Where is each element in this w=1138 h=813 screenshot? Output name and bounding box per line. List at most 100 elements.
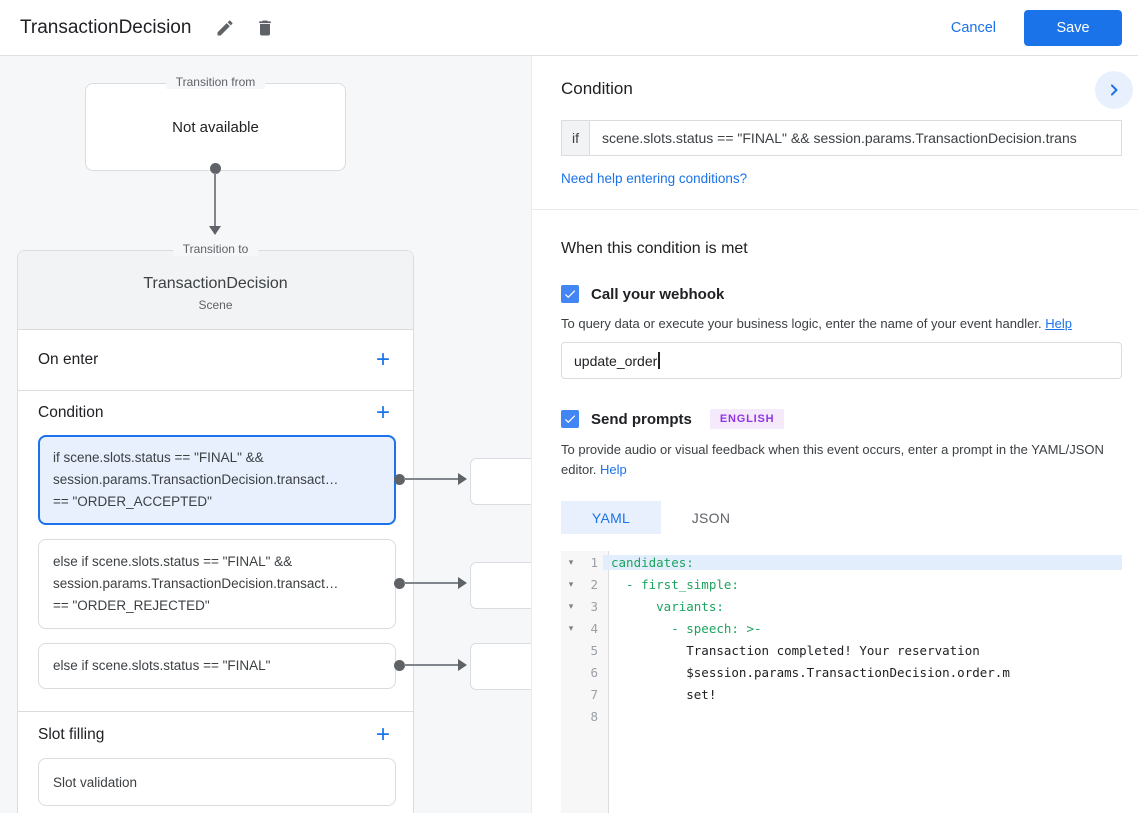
add-on-enter-button[interactable]: + xyxy=(367,344,399,376)
when-condition-title: When this condition is met xyxy=(561,240,748,257)
condition-card-line: == "ORDER_ACCEPTED" xyxy=(53,494,212,509)
condition-card[interactable]: if scene.slots.status == "FINAL" && sessi… xyxy=(38,435,396,525)
transition-target-box[interactable] xyxy=(470,458,531,505)
line-number: 6 xyxy=(590,664,598,680)
line-number: 7 xyxy=(590,686,598,702)
arrow-right-icon xyxy=(458,472,467,485)
connector-dot xyxy=(209,162,221,174)
transition-target-box[interactable] xyxy=(470,562,531,609)
connector-line xyxy=(404,478,458,480)
connector-line xyxy=(404,582,458,584)
page-title: TransactionDecision xyxy=(20,16,192,38)
condition-detail-panel: Condition if scene.slots.status == "FINA… xyxy=(531,56,1138,813)
slot-validation-card[interactable]: Slot validation xyxy=(38,758,396,806)
scene-header[interactable]: TransactionDecision Scene xyxy=(18,251,413,330)
cancel-button[interactable]: Cancel xyxy=(950,19,996,36)
code-text: variants: xyxy=(611,598,724,614)
edit-icon[interactable] xyxy=(209,12,241,44)
condition-card-line: session.params.TransactionDecision.trans… xyxy=(53,576,339,591)
conditions-help-link[interactable]: Need help entering conditions? xyxy=(561,171,748,186)
webhook-label: Call your webhook xyxy=(591,285,725,303)
fold-arrow-icon[interactable]: ▾ xyxy=(568,578,574,589)
divider xyxy=(532,209,1138,210)
editor-line[interactable]: 5 Transaction completed! Your reservatio… xyxy=(561,639,1122,661)
transition-to-card: Transition to TransactionDecision Scene … xyxy=(17,242,414,813)
editor-line[interactable]: ▾ 4 - speech: >- xyxy=(561,617,1122,639)
slot-filling-label: Slot filling xyxy=(38,726,105,743)
editor-line[interactable]: 6 $session.params.TransactionDecision.or… xyxy=(561,661,1122,683)
arrow-right-icon xyxy=(458,658,467,671)
editor-gutter xyxy=(561,551,609,813)
send-prompts-checkbox[interactable] xyxy=(561,410,579,428)
condition-card-line: else if scene.slots.status == "FINAL" xyxy=(53,658,271,673)
app-header: TransactionDecision Cancel Save xyxy=(0,0,1138,56)
condition-card[interactable]: else if scene.slots.status == "FINAL" xyxy=(38,643,396,689)
condition-section: Condition + if scene.slots.status == "FI… xyxy=(18,391,413,712)
condition-card-line: session.params.TransactionDecision.trans… xyxy=(53,472,339,487)
flow-canvas: Transition from Not available Transition… xyxy=(0,56,531,813)
code-text: candidates: xyxy=(603,554,1122,570)
webhook-description: To query data or execute your business l… xyxy=(561,316,1072,331)
transition-target-box[interactable] xyxy=(470,643,531,690)
connector-line xyxy=(404,664,458,666)
save-button[interactable]: Save xyxy=(1024,9,1122,46)
condition-card[interactable]: else if scene.slots.status == "FINAL" &&… xyxy=(38,539,396,629)
editor-line[interactable]: ▾ 2 - first_simple: xyxy=(561,573,1122,595)
prompts-help-link[interactable]: Help xyxy=(600,462,627,477)
fold-arrow-icon[interactable]: ▾ xyxy=(568,600,574,611)
condition-card-line: else if scene.slots.status == "FINAL" && xyxy=(53,554,293,569)
yaml-editor[interactable]: ▾ 1 candidates: ▾ 2 - first_simple: ▾ 3 varian… xyxy=(561,551,1122,813)
editor-line[interactable]: ▾ 3 variants: xyxy=(561,595,1122,617)
editor-line[interactable]: 7 set! xyxy=(561,683,1122,705)
condition-card-line: if scene.slots.status == "FINAL" && xyxy=(53,450,264,465)
line-number: 1 xyxy=(590,554,598,570)
send-prompts-label: Send prompts xyxy=(591,410,692,428)
code-text: set! xyxy=(611,686,717,702)
transition-from-legend: Transition from xyxy=(165,75,266,89)
code-text: Transaction completed! Your reservation xyxy=(611,642,980,658)
delete-icon[interactable] xyxy=(249,12,281,44)
chevron-right-icon[interactable] xyxy=(1095,71,1133,109)
panel-title: Condition xyxy=(561,79,633,98)
connector-dot xyxy=(393,659,405,671)
language-badge: ENGLISH xyxy=(709,409,785,429)
line-number: 3 xyxy=(590,598,598,614)
scene-title: TransactionDecision xyxy=(143,274,288,292)
text-caret xyxy=(658,352,660,369)
line-number: 5 xyxy=(590,642,598,658)
editor-line[interactable]: 8 xyxy=(561,705,1122,727)
event-handler-input[interactable]: update_order xyxy=(561,342,1122,379)
arrow-down-icon xyxy=(208,226,221,235)
editor-line[interactable]: ▾ 1 candidates: xyxy=(561,551,1122,573)
connector-line xyxy=(214,173,216,228)
fold-arrow-icon[interactable]: ▾ xyxy=(568,622,574,633)
add-condition-button[interactable]: + xyxy=(367,397,399,429)
webhook-checkbox[interactable] xyxy=(561,285,579,303)
condition-label: Condition xyxy=(38,404,104,421)
transition-to-legend: Transition to xyxy=(172,242,259,256)
line-number: 4 xyxy=(590,620,598,636)
connector-dot xyxy=(393,473,405,485)
slot-filling-section: Slot filling + Slot validation xyxy=(18,712,413,806)
editor-tabs: YAML JSON xyxy=(561,501,1122,534)
condition-card-line: == "ORDER_REJECTED" xyxy=(53,598,210,613)
code-text: - speech: >- xyxy=(611,620,762,636)
fold-arrow-icon[interactable]: ▾ xyxy=(568,556,574,567)
webhook-help-link[interactable]: Help xyxy=(1045,316,1072,331)
prompts-description: To provide audio or visual feedback when… xyxy=(561,442,1104,477)
line-number: 2 xyxy=(590,576,598,592)
tab-json[interactable]: JSON xyxy=(691,509,731,526)
if-prefix: if xyxy=(561,120,590,156)
on-enter-label: On enter xyxy=(38,351,99,368)
connector-dot xyxy=(393,577,405,589)
on-enter-section: On enter + xyxy=(18,330,413,391)
condition-expression-input[interactable]: scene.slots.status == "FINAL" && session… xyxy=(590,120,1122,156)
transition-from-box[interactable]: Transition from Not available xyxy=(85,75,346,171)
code-text: - first_simple: xyxy=(611,576,739,592)
line-number: 8 xyxy=(590,708,598,724)
transition-from-content: Not available xyxy=(172,118,259,136)
tab-yaml[interactable]: YAML xyxy=(561,501,661,534)
arrow-right-icon xyxy=(458,576,467,589)
add-slot-button[interactable]: + xyxy=(367,719,399,751)
code-text: $session.params.TransactionDecision.orde… xyxy=(611,664,1010,680)
